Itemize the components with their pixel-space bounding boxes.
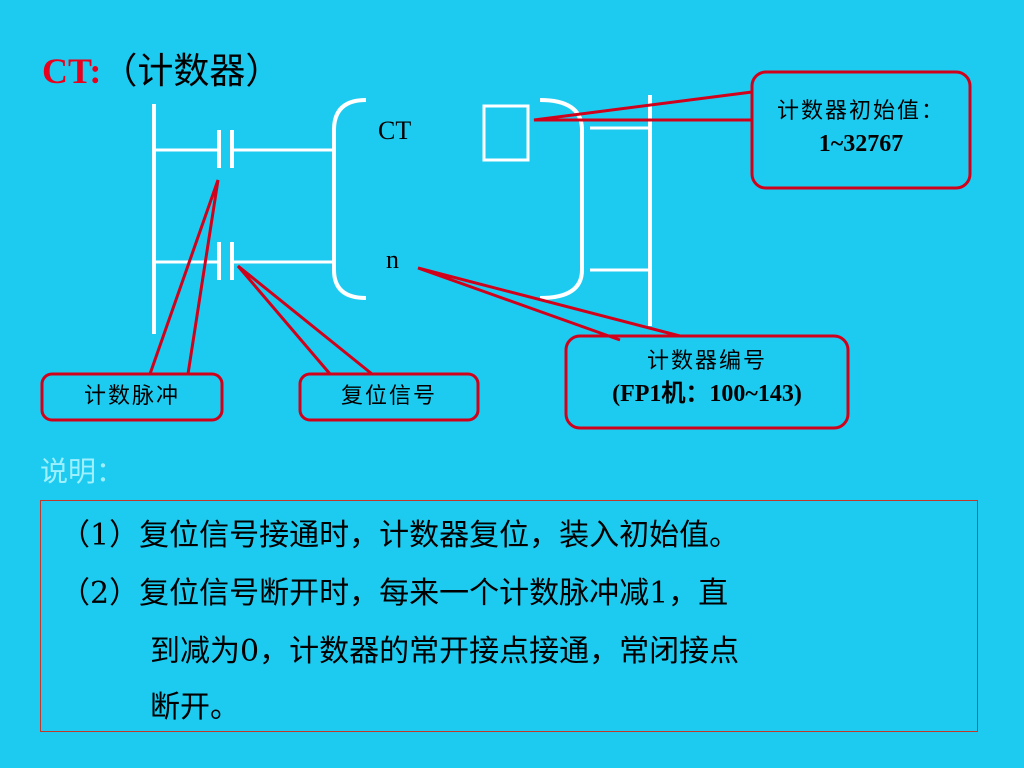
initial-value-callout-box [750, 70, 972, 190]
counter-number-line1: 计数器编号 [646, 349, 767, 374]
note-item-2-cont: 到减为0，计数器的常开接点接通，常闭接点 [150, 634, 740, 669]
count-pulse-callout: 计数脉冲 [83, 384, 180, 409]
initial-value-pointer [533, 90, 753, 122]
page-title: CT:（计数器） [42, 42, 281, 94]
counter-left-bracket [332, 98, 367, 300]
reset-signal-pointer [236, 264, 373, 376]
initial-value-line2: 1~32767 [818, 131, 904, 157]
counter-number-callout: 计数器编号 (FP1机：100~143) [566, 346, 848, 410]
notes-heading: 说明： [40, 455, 125, 488]
note-item-2: （2）复位信号断开时，每来一个计数脉冲减1，直 [60, 576, 729, 611]
counter-right-bracket [539, 98, 584, 300]
note-item-1: （1）复位信号接通时，计数器复位，装入初始值。 [60, 518, 740, 553]
counter-ct-label: CT [378, 116, 412, 145]
counter-number-callout-box [564, 334, 850, 430]
counter-number-pointer [417, 266, 681, 342]
preset-value-box [482, 104, 530, 162]
counter-n-label: n [386, 245, 399, 274]
count-pulse-callout-box [40, 372, 224, 422]
reset-signal-callout: 复位信号 [340, 384, 437, 409]
count-pulse-pointer [148, 179, 220, 375]
reset-signal-callout-box [298, 372, 480, 422]
title-text: （计数器） [101, 51, 282, 92]
notes-box [40, 500, 978, 732]
initial-value-line1: 计数器初始值： [776, 99, 945, 124]
title-prefix: CT: [42, 51, 102, 91]
counter-number-line2: (FP1机：100~143) [612, 381, 802, 407]
initial-value-callout: 计数器初始值： 1~32767 [752, 96, 970, 160]
note-item-2-end: 断开。 [150, 690, 240, 725]
